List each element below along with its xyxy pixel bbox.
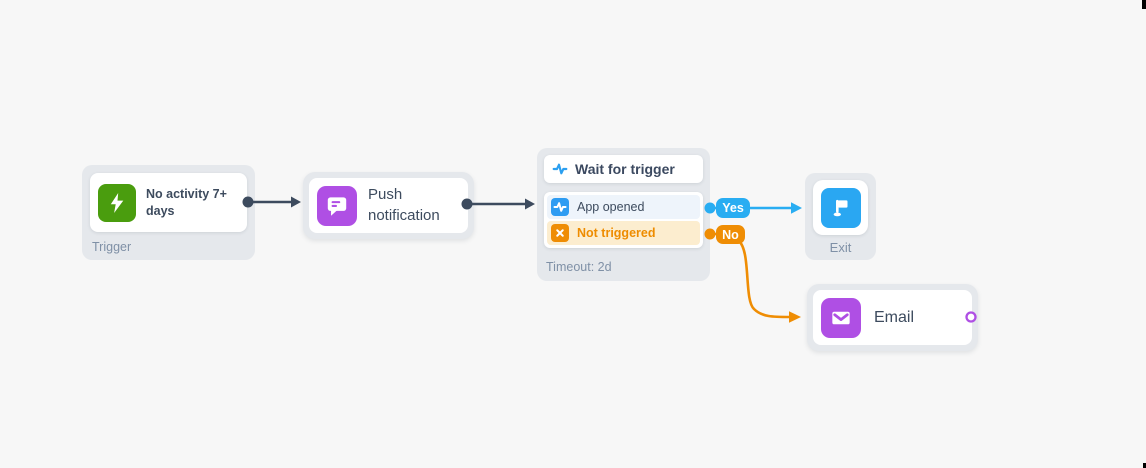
wait-for-trigger-node[interactable]: Wait for trigger App opened <box>537 148 710 281</box>
x-icon <box>551 224 569 242</box>
exit-card[interactable] <box>813 180 868 235</box>
trigger-card[interactable]: No activity 7+ days <box>90 173 247 232</box>
pulse-icon <box>552 161 568 177</box>
envelope-icon <box>821 297 861 338</box>
email-title: Email <box>874 308 915 326</box>
screen-artifact-top-right <box>1142 0 1146 9</box>
email-node[interactable]: Email <box>807 284 978 351</box>
branch-app-opened[interactable]: App opened <box>547 195 700 219</box>
trigger-label: Trigger <box>92 240 132 254</box>
wait-timeout-label: Timeout: 2d <box>546 260 612 274</box>
exit-label: Exit <box>829 240 852 255</box>
trigger-node[interactable]: No activity 7+ days Trigger <box>82 165 255 260</box>
wait-branches: App opened Not triggered <box>544 192 703 248</box>
branch-not-triggered-label: Not triggered <box>577 226 656 240</box>
branch-app-opened-label: App opened <box>577 200 645 214</box>
pulse-icon <box>551 198 569 216</box>
push-notification-title: Push notification <box>368 186 440 224</box>
trigger-title: No activity 7+ days <box>146 187 227 218</box>
push-notification-card[interactable]: Push notification <box>309 178 468 233</box>
push-notification-node[interactable]: Push notification <box>303 172 474 239</box>
exit-node[interactable]: Exit <box>805 173 876 260</box>
wait-title: Wait for trigger <box>575 161 675 177</box>
branch-not-triggered[interactable]: Not triggered <box>547 221 700 245</box>
lightning-icon <box>98 183 136 222</box>
chat-bubble-icon <box>317 185 357 226</box>
no-connector-badge: No <box>716 225 745 244</box>
email-card[interactable]: Email <box>813 290 972 345</box>
screen-artifact-bottom-right <box>1143 463 1146 468</box>
flag-icon <box>820 187 861 228</box>
wait-header[interactable]: Wait for trigger <box>544 155 703 183</box>
yes-connector-badge: Yes <box>716 198 750 218</box>
